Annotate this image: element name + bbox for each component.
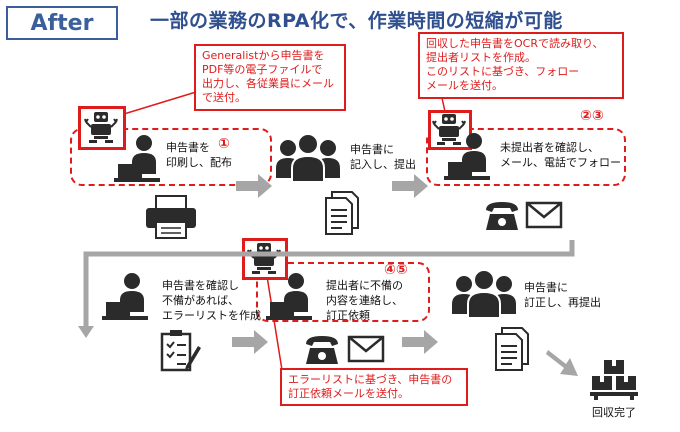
mail-icon bbox=[347, 335, 385, 363]
boxes-icon bbox=[590, 360, 638, 400]
person-pc-icon bbox=[102, 273, 148, 320]
after-badge: After bbox=[6, 6, 118, 40]
step5-number: ④⑤ bbox=[384, 262, 408, 278]
step1-text: 申告書を 印刷し、配布 bbox=[166, 141, 232, 169]
callout-ocr: 回収した申告書をOCRで読み取り、 提出者リストを作成。 このリストに基づき、フ… bbox=[418, 32, 624, 99]
step4-text: 申告書を確認し 不備があれば、 エラーリストを作成 bbox=[162, 279, 261, 322]
person-pc-icon bbox=[266, 273, 312, 320]
document-icon bbox=[495, 327, 529, 371]
step5-text: 提出者に不備の 内容を連絡し、 訂正依頼 bbox=[326, 279, 403, 322]
arrow-icon bbox=[232, 330, 268, 354]
step1-dashed-box bbox=[70, 128, 272, 186]
callout-correction: エラーリストに基づき、申告書の 訂正依頼メールを送付。 bbox=[280, 368, 468, 406]
step2-text: 申告書に 記入し、提出 bbox=[350, 143, 416, 171]
step5-dashed-box bbox=[256, 262, 430, 322]
headline: 一部の業務のRPA化で、作業時間の短縮が可能 bbox=[150, 10, 563, 32]
people-group-icon bbox=[451, 269, 517, 319]
step6-text: 申告書に 訂正し、再提出 bbox=[524, 281, 601, 309]
done-label: 回収完了 bbox=[592, 406, 636, 419]
robot-box-1 bbox=[78, 106, 126, 150]
phone-icon bbox=[306, 336, 338, 364]
step3-dashed-box bbox=[426, 128, 626, 186]
printer-icon bbox=[146, 195, 196, 239]
step3-number: ②③ bbox=[580, 108, 604, 124]
arrow-down-right-icon bbox=[546, 350, 578, 376]
arrow-icon bbox=[402, 330, 438, 354]
checklist-icon bbox=[160, 330, 201, 372]
step1-number: ① bbox=[218, 136, 230, 152]
callout-distribute: Generalistから申告書を PDF等の電子ファイルで 出力し、各従業員にメ… bbox=[194, 44, 346, 111]
step3-text: 未提出者を確認し、 メール、電話でフォロー bbox=[500, 141, 621, 169]
